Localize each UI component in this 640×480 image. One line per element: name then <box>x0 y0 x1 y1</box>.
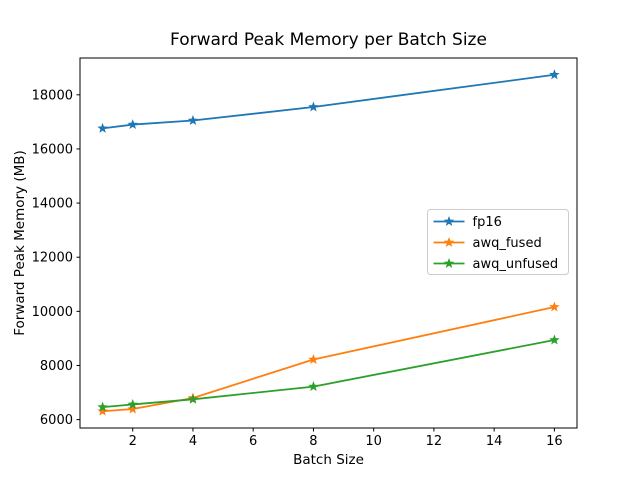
y-tick-label: 10000 <box>32 305 73 320</box>
x-tick-label: 8 <box>309 434 317 449</box>
x-tick-label: 16 <box>546 434 563 449</box>
x-tick-label: 14 <box>486 434 503 449</box>
y-tick-label: 8000 <box>40 359 73 374</box>
marker-fp16 <box>187 115 199 125</box>
marker-awq_unfused <box>97 401 108 412</box>
legend-label-fp16: fp16 <box>473 215 502 230</box>
legend <box>427 209 569 275</box>
marker-awq_fused <box>549 301 560 312</box>
marker-fp16 <box>549 69 560 80</box>
axes-box <box>79 57 578 429</box>
marker-fp16 <box>127 119 138 130</box>
y-tick-label: 16000 <box>32 142 73 157</box>
marker-awq_unfused <box>308 381 319 392</box>
x-tick-label: 12 <box>426 434 443 449</box>
y-tick-label: 6000 <box>40 413 73 428</box>
legend-marker-awq_unfused <box>443 258 455 268</box>
legend-label-awq_unfused: awq_unfused <box>473 257 559 272</box>
legend-label-awq_fused: awq_fused <box>473 236 542 251</box>
y-tick-label: 18000 <box>32 88 73 103</box>
marker-awq_fused <box>97 405 108 416</box>
marker-fp16 <box>97 122 108 133</box>
marker-awq_unfused <box>127 398 138 409</box>
series-line-fp16 <box>102 73 555 130</box>
x-tick-label: 6 <box>249 434 257 449</box>
x-tick-label: 2 <box>129 434 137 449</box>
marker-awq_fused <box>127 403 138 414</box>
series-line-awq_unfused <box>102 339 555 409</box>
x-axis-label: Batch Size <box>293 452 364 468</box>
legend-marker-awq_fused <box>443 237 455 247</box>
marker-awq_fused <box>308 354 319 364</box>
series-line-awq_fused <box>102 306 555 413</box>
chart-title: Forward Peak Memory per Batch Size <box>170 30 487 50</box>
y-tick-label: 14000 <box>32 197 73 212</box>
x-tick-label: 10 <box>365 434 382 449</box>
marker-awq_unfused <box>549 334 560 345</box>
marker-awq_unfused <box>187 393 199 404</box>
x-tick-label: 4 <box>189 434 197 449</box>
y-tick-label: 12000 <box>32 251 73 266</box>
legend-marker-fp16 <box>443 216 455 226</box>
marker-fp16 <box>308 101 319 112</box>
